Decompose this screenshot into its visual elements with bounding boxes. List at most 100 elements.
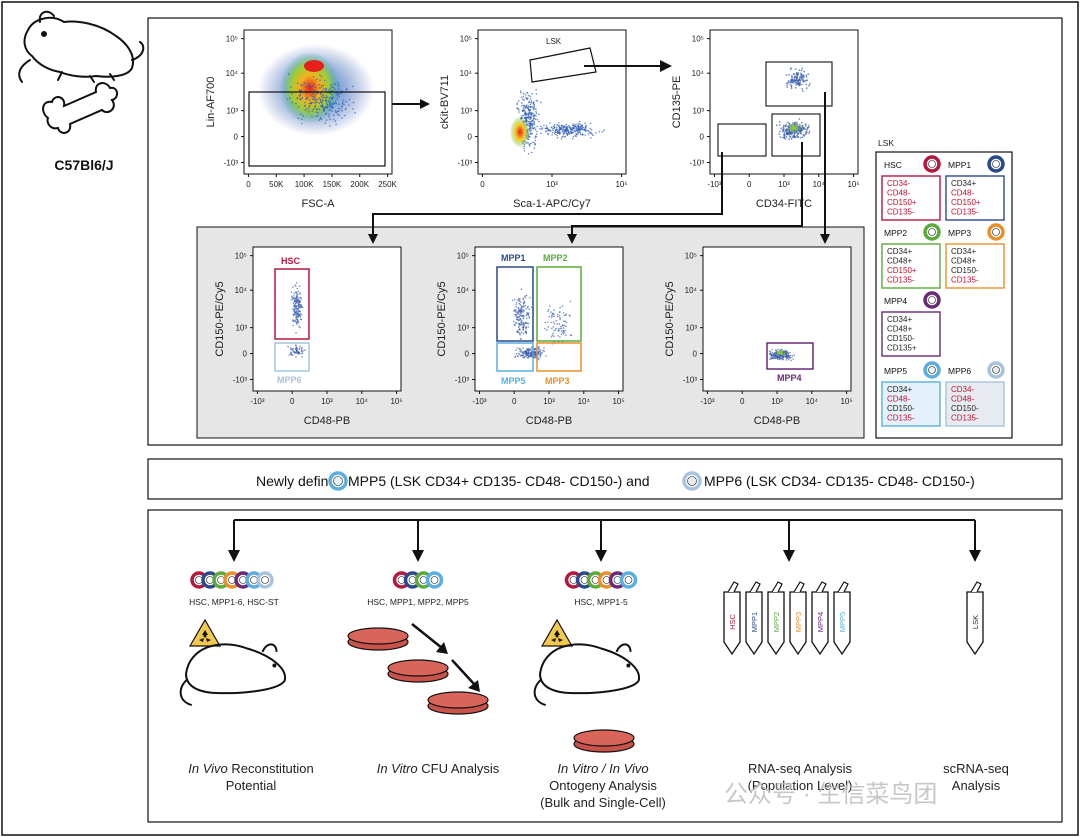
newly-defined-bar (147, 458, 1063, 500)
y-tick-label: 10⁵ (235, 252, 247, 261)
gate-label: MPP5 (501, 376, 526, 386)
y-tick-label: 0 (700, 133, 705, 142)
y-tick-label: -10³ (233, 375, 248, 384)
legend-marker: CD150+ (887, 198, 917, 207)
legend-marker: CD48- (951, 189, 974, 198)
x-tick-label: 10⁴ (578, 397, 591, 406)
legend-marker: CD135- (951, 276, 979, 285)
y-tick-label: 10⁴ (235, 286, 248, 295)
y-tick-label: 10⁵ (460, 35, 472, 44)
gate-mpp5 (496, 342, 534, 372)
gate-label: MPP4 (777, 373, 802, 383)
y-axis-label: CD150-PE/Cy5 (664, 281, 676, 356)
legend-marker: CD48+ (951, 257, 976, 266)
y-axis-label: CD135-PE (671, 76, 683, 129)
y-tick-label: 10⁵ (226, 35, 238, 44)
tube-icon (966, 591, 984, 656)
rings-caption: HSC, MPP1, MPP2, MPP5 (367, 597, 469, 607)
mpp5-ring-icon (328, 471, 348, 491)
x-tick-label: 10⁵ (840, 397, 852, 406)
x-tick-label: 0 (512, 397, 517, 406)
mouse-icon (184, 643, 286, 695)
x-tick-label: -10³ (472, 397, 487, 406)
ring-inner (624, 576, 633, 584)
y-tick-label: -10³ (683, 375, 698, 384)
legend-cell-name: MPP2 (884, 228, 907, 238)
tube-icon (833, 591, 851, 656)
y-tick-label: -10³ (458, 158, 473, 167)
y-axis-label: cKit-BV711 (439, 75, 451, 129)
legend-marker: CD135- (887, 208, 915, 217)
x-tick-label: 10⁵ (615, 180, 627, 189)
x-tick-label: -10³ (700, 397, 715, 406)
x-tick-label: 50K (269, 180, 284, 189)
density-peak (304, 60, 324, 72)
ring-inner (430, 576, 439, 584)
ring-inner (992, 366, 1000, 374)
analysis-title: scRNA-seq (943, 761, 1009, 776)
analyses-panel (147, 509, 1063, 823)
plot-frame (709, 29, 859, 175)
y-tick-label: 10⁵ (685, 252, 697, 261)
legend-marker: CD150- (887, 334, 915, 343)
y-tick-label: 10⁴ (457, 286, 470, 295)
x-axis-label: CD48-PB (754, 415, 800, 427)
y-axis-label: Lin-AF700 (205, 77, 217, 128)
x-axis-label: CD48-PB (526, 415, 572, 427)
gate-label: MPP2 (543, 253, 568, 263)
analysis-title: In Vitro CFU Analysis (377, 761, 500, 776)
gate-lin-neg (248, 91, 386, 167)
strain-label: C57Bl6/J (54, 157, 113, 173)
legend-marker: CD34+ (951, 179, 976, 188)
legend-marker: CD34+ (887, 247, 912, 256)
gate-cd135-neg (771, 113, 821, 157)
y-tick-label: 10⁴ (226, 69, 239, 78)
x-axis-label: CD34-FITC (756, 198, 812, 210)
ring-inner (928, 228, 936, 236)
legend-cell-name: MPP4 (884, 296, 907, 306)
mpp6-ring-icon (682, 471, 702, 491)
ring-inner (928, 296, 936, 304)
tube-label: MPP3 (794, 612, 803, 632)
analysis-title: Ontogeny Analysis (549, 778, 657, 793)
x-tick-label: 10⁴ (813, 180, 826, 189)
ring-inner (333, 476, 343, 486)
x-tick-label: 10³ (778, 180, 790, 189)
y-axis-label: CD150-PE/Cy5 (436, 281, 448, 356)
y-tick-label: 10³ (685, 324, 697, 333)
ring-inner (992, 160, 1000, 168)
analysis-title: (Bulk and Single-Cell) (540, 795, 666, 810)
x-tick-label: 10³ (321, 397, 333, 406)
x-tick-label: 10³ (543, 397, 555, 406)
x-axis-label: Sca-1-APC/Cy7 (513, 198, 591, 210)
legend-cell-name: MPP6 (948, 366, 971, 376)
gate-mpp3 (536, 342, 582, 372)
tube-icon (723, 591, 741, 656)
x-tick-label: 10⁴ (806, 397, 819, 406)
legend-cell-name: MPP1 (948, 160, 971, 170)
analysis-title: (Population Level) (748, 778, 853, 793)
legend-cell-box (881, 381, 941, 427)
gate-label: MPP1 (501, 253, 526, 263)
bone-icon (42, 82, 118, 134)
y-tick-label: 0 (693, 350, 698, 359)
x-axis-label: CD48-PB (304, 415, 350, 427)
legend-cell-box (945, 381, 1005, 427)
x-tick-label: 10⁵ (390, 397, 402, 406)
gate-hsc (274, 268, 310, 340)
analysis-in-vitro: HSC, MPP1, MPP2, MPP5 In Vitro CFU Analys… (347, 571, 500, 776)
x-tick-label: 0 (740, 397, 745, 406)
tube-label: MPP2 (772, 612, 781, 632)
legend-marker: CD135+ (887, 344, 917, 353)
gate-label: MPP6 (277, 375, 302, 385)
